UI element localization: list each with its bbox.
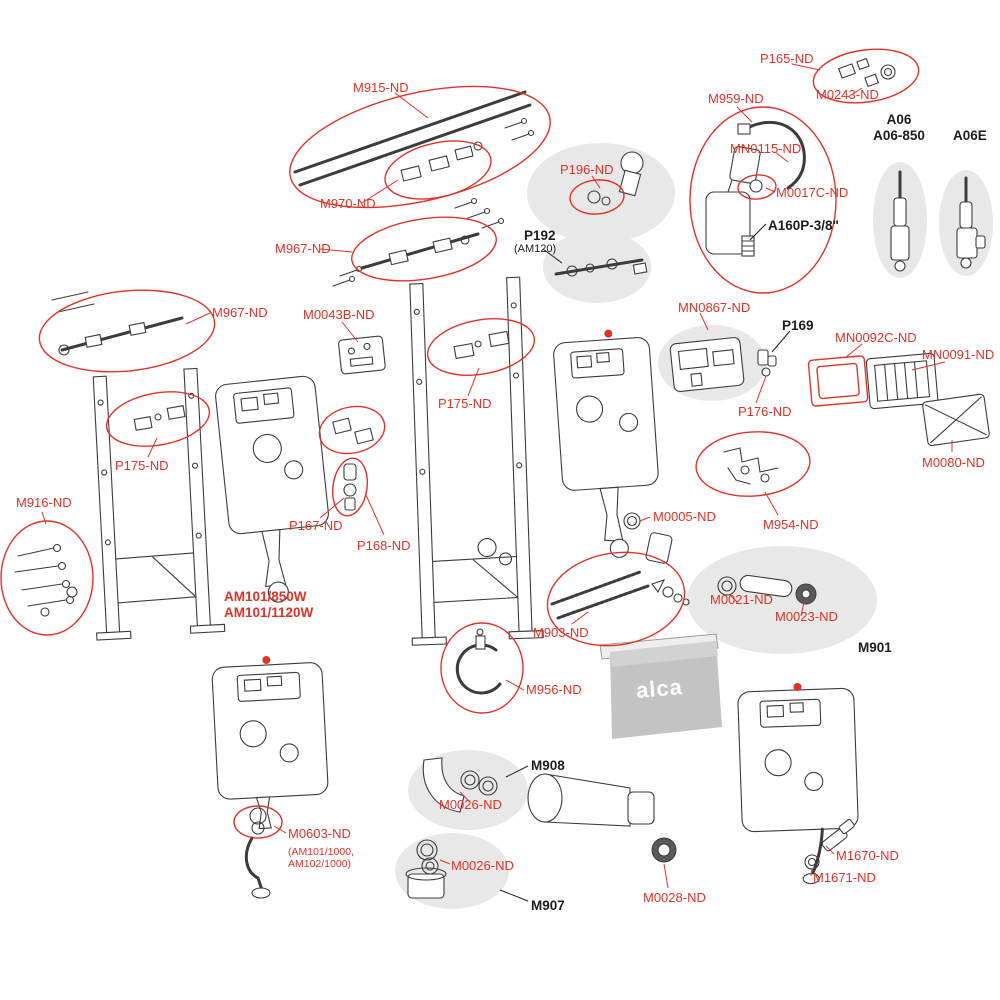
part-m0043b [338,335,386,375]
part-label-m908: M908 [531,758,565,773]
part-label-m0028: M0028-ND [643,890,706,905]
part-m0028-pipe [527,773,677,863]
alca-logo: alca [634,674,684,703]
part-label-p169: P169 [782,318,814,333]
part-label-m1670: M1670-ND [836,848,899,863]
part-mn0092c [807,355,869,407]
part-label-mn0115: MN0115-ND [730,141,802,156]
center-frame [409,276,544,646]
part-p192 [554,258,648,277]
part-label-m0080: M0080-ND [922,455,985,470]
part-m0603-trap [244,807,271,899]
part-label-m0005: M0005-ND [653,509,716,524]
part-label-p192: P192 [524,228,556,243]
part-label-p176: P176-ND [738,404,792,419]
part-m907 [405,839,447,899]
alca-plate [599,633,722,739]
part-m908 [422,757,498,813]
part-m916 [14,543,78,617]
part-m956 [455,628,502,695]
part-label-mn0867: MN0867-ND [678,300,751,315]
part-m967-left [51,291,184,356]
part-label-m903: M903-ND [533,625,589,640]
left-frame [92,367,226,641]
part-label-m0043b: M0043B-ND [303,307,375,322]
part-label-p196: P196-ND [560,162,614,177]
leader-lines [41,63,953,902]
cistern-bottom-left [211,655,329,830]
part-label-am120: (AM120) [514,243,557,255]
part-label-p175-center: P175-ND [438,396,492,411]
screws [332,117,535,287]
part-label-m901: M901 [858,640,892,655]
part-label-m967-left: M967-ND [212,305,268,320]
part-p175-left [133,405,186,431]
part-m954 [723,447,779,485]
part-label-m0603: M0603-ND [288,826,351,841]
part-label-p167: P167-ND [289,518,343,533]
part-p168-hinges [332,417,374,445]
part-m901 [717,574,817,605]
part-label-m0603-variants: (AM101/1000, AM102/1000) [288,846,354,871]
part-m0080 [922,393,990,446]
cistern-mid-left [215,375,329,603]
part-p175-center [453,330,510,360]
part-a06e [956,176,986,269]
part-label-mn0091: MN0091-ND [922,347,995,362]
red-circles [0,48,920,839]
part-mn0867 [669,337,745,393]
part-label-m967-top: M967-ND [275,241,331,256]
part-label-p175-left: P175-ND [115,458,169,473]
part-label-m0243: M0243-ND [816,87,879,102]
part-label-m0017c: M0017C-ND [776,185,849,200]
zone-m901 [687,546,877,654]
part-label-m0026-top: M0026-ND [439,797,502,812]
part-label-m916: M916-ND [16,495,72,510]
part-label-m954: M954-ND [763,517,819,532]
part-label-a160p: A160P-3/8" [768,218,839,233]
part-p169-p176 [757,349,777,377]
part-label-p165: P165-ND [760,51,814,66]
part-p165-m0243 [838,57,896,88]
part-p196 [587,151,644,206]
cistern-bottom-right [737,682,859,885]
part-label-m970: M970-ND [320,196,376,211]
part-label-p168: P168-ND [357,538,411,553]
part-label-m0026-bottom: M0026-ND [451,858,514,873]
part-m959-valve [705,120,806,257]
part-label-m0023: M0023-ND [775,609,838,624]
part-p167-valve [343,463,357,511]
part-m915-rods [293,90,532,187]
part-label-mn0092c: MN0092C-ND [835,330,917,345]
part-m903 [550,570,690,620]
part-label-am101: AM101/850W AM101/1120W [224,589,314,620]
part-a06 [890,170,910,272]
part-mn0091 [865,352,939,410]
part-label-m915: M915-ND [353,80,409,95]
part-label-m956: M956-ND [526,682,582,697]
part-m967-top [360,232,480,270]
part-label-m1671: M1671-ND [813,870,876,885]
part-label-a06e: A06E [953,128,987,143]
part-label-m907: M907 [531,898,565,913]
part-label-m959: M959-ND [708,91,764,106]
cistern-center [553,329,659,558]
part-m1670-m1671 [804,819,855,870]
part-label-m0021: M0021-ND [710,592,773,607]
part-label-a06: A06 A06-850 [873,112,925,143]
